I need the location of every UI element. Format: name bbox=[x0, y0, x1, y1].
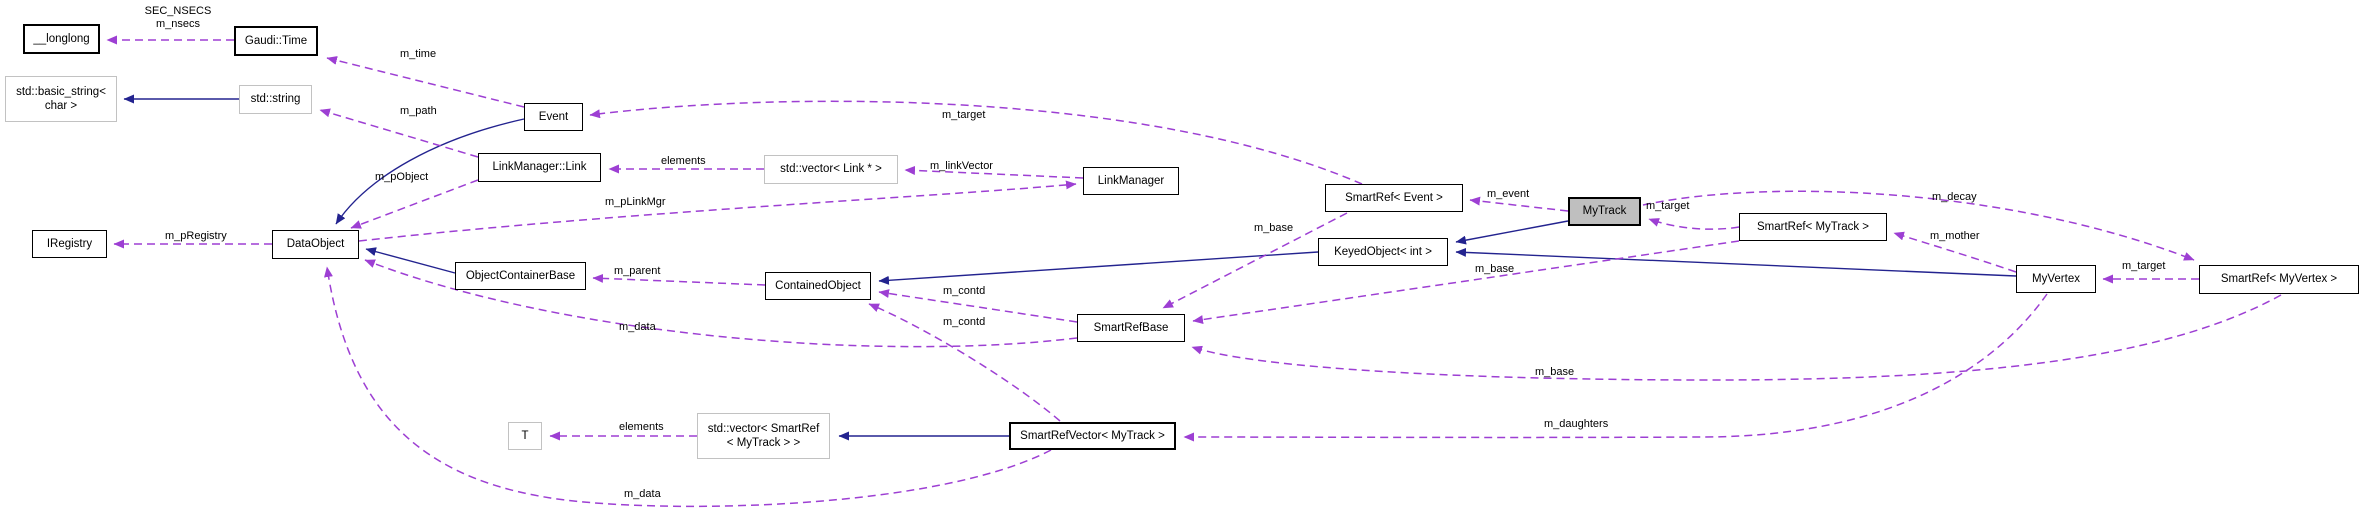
edge-label-m-pregistry: m_pRegistry bbox=[165, 230, 227, 242]
edge-label-m-contd-1: m_contd bbox=[943, 285, 986, 297]
edge-smartrefevent-event bbox=[589, 100, 1363, 185]
edge-label-m-linkvector: m_linkVector bbox=[930, 160, 993, 172]
node-smartref-mytrack[interactable]: SmartRef< MyTrack > bbox=[1739, 213, 1887, 241]
edge-mytrack-smartrefmyvertex bbox=[1642, 190, 2195, 261]
node-smartrefvector-mytrack[interactable]: SmartRefVector< MyTrack > bbox=[1009, 422, 1176, 450]
edge-mytrack-keyedobject bbox=[1455, 220, 1569, 245]
edge-myvertex-smartrefvector bbox=[1183, 293, 2048, 442]
edge-label-m-daughters: m_daughters bbox=[1544, 418, 1609, 430]
edge-label-m-base-2: m_base bbox=[1475, 263, 1515, 275]
edge-label-m-mother: m_mother bbox=[1930, 230, 1980, 242]
edge-label-m-event: m_event bbox=[1487, 188, 1530, 200]
edge-objectcontainerbase-dataobject bbox=[365, 247, 456, 274]
node-t[interactable]: T bbox=[508, 422, 542, 450]
edge-keyedobject-containedobject bbox=[878, 251, 1319, 285]
node-smartrefbase[interactable]: SmartRefBase bbox=[1077, 314, 1185, 342]
edge-mytrack-smartrefevent bbox=[1469, 196, 1569, 212]
edge-label-m-time: m_time bbox=[400, 48, 437, 60]
edge-label-m-decay: m_decay bbox=[1932, 191, 1977, 203]
edge-myvertex-keyedobject bbox=[1455, 247, 2017, 277]
node-myvertex[interactable]: MyVertex bbox=[2016, 265, 2096, 293]
node-objectcontainerbase[interactable]: ObjectContainerBase bbox=[455, 262, 586, 290]
node-std-string[interactable]: std::string bbox=[239, 85, 312, 114]
edge-label-m-data-2: m_data bbox=[624, 488, 661, 500]
node-linkmanager-link[interactable]: LinkManager::Link bbox=[478, 153, 601, 182]
node-vector-link[interactable]: std::vector< Link * > bbox=[764, 155, 898, 184]
node-longlong[interactable]: __longlong bbox=[23, 24, 100, 54]
edge-link-stdstring bbox=[319, 108, 479, 158]
node-dataobject[interactable]: DataObject bbox=[272, 230, 359, 259]
node-smartref-myvertex[interactable]: SmartRef< MyVertex > bbox=[2199, 265, 2359, 294]
edge-label-m-plinkmgr: m_pLinkMgr bbox=[605, 196, 666, 208]
edge-smartrefevent-smartrefbase bbox=[1162, 212, 1348, 309]
edge-smartrefmytrack-smartrefbase bbox=[1192, 240, 1740, 325]
edge-smartrefbase-dataobject bbox=[364, 259, 1078, 348]
edge-event-gauditime bbox=[326, 56, 525, 108]
edge-label-m-target-myvertex: m_target bbox=[2122, 260, 2166, 272]
edge-label-elements-top: elements bbox=[661, 155, 706, 167]
edge-label-m-base-3: m_base bbox=[1535, 366, 1575, 378]
node-mytrack[interactable]: MyTrack bbox=[1568, 197, 1641, 226]
edge-smartrefvector-dataobject bbox=[324, 266, 1052, 508]
edge-label-m-contd-2: m_contd bbox=[943, 316, 986, 328]
node-keyedobject-int[interactable]: KeyedObject< int > bbox=[1318, 238, 1448, 266]
node-event[interactable]: Event bbox=[524, 103, 583, 131]
edge-dataobject-linkmanager bbox=[358, 180, 1077, 242]
edge-label-m-path: m_path bbox=[400, 105, 437, 117]
edge-label-m-base-1: m_base bbox=[1254, 222, 1294, 234]
node-smartref-event[interactable]: SmartRef< Event > bbox=[1325, 184, 1463, 212]
node-linkmanager[interactable]: LinkManager bbox=[1083, 167, 1179, 195]
edge-label-m-target-mytrack: m_target bbox=[1646, 200, 1690, 212]
edge-smartrefmytrack-mytrack bbox=[1648, 218, 1740, 230]
edge-linkmanager-vectorlink bbox=[904, 165, 1084, 179]
node-gaudi-time[interactable]: Gaudi::Time bbox=[234, 26, 318, 56]
edge-myvertex-smartrefmytrack bbox=[1893, 231, 2017, 273]
edge-event-dataobject bbox=[335, 118, 525, 225]
edge-containedobject-objectcontainerbase bbox=[592, 273, 766, 286]
edge-smartrefvector-containedobject bbox=[868, 303, 1061, 422]
edge-link-dataobject bbox=[350, 179, 479, 229]
edge-smartrefbase-containedobject bbox=[878, 289, 1078, 323]
edge-smartrefmyvertex-smartrefbase bbox=[1191, 294, 2282, 381]
edge-label-m-data-1: m_data bbox=[619, 321, 656, 333]
edge-label-sec-nsecs: SEC_NSECS m_nsecs bbox=[144, 5, 212, 31]
edge-label-elements-bottom: elements bbox=[619, 421, 664, 433]
edge-label-m-pobject: m_pObject bbox=[375, 171, 429, 183]
edge-label-m-parent: m_parent bbox=[614, 265, 661, 277]
node-basic-string[interactable]: std::basic_string< char > bbox=[5, 76, 117, 122]
node-containedobject[interactable]: ContainedObject bbox=[765, 272, 871, 300]
node-vector-smartref[interactable]: std::vector< SmartRef < MyTrack > > bbox=[697, 413, 830, 459]
node-iregistry[interactable]: IRegistry bbox=[32, 230, 107, 258]
edge-label-m-target-event: m_target bbox=[942, 109, 986, 121]
